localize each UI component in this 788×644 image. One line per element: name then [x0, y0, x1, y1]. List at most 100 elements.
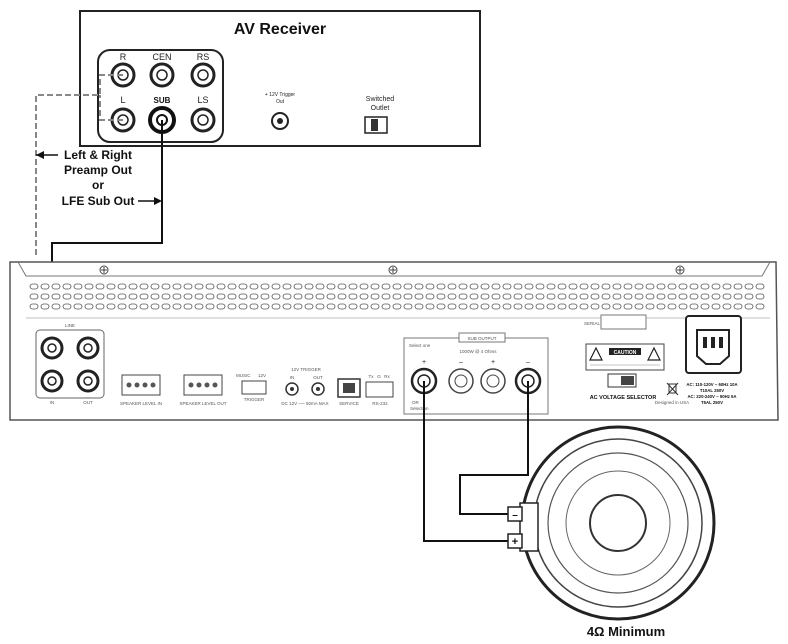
- vent-slot: [29, 303, 39, 310]
- power-inlet-icon: [685, 315, 742, 374]
- receiver-title: AV Receiver: [234, 21, 326, 38]
- vent-slot: [733, 303, 743, 310]
- terminal-negative: –: [512, 510, 518, 521]
- vent-slot: [315, 293, 325, 300]
- vent-slot: [139, 283, 149, 290]
- vent-slot: [535, 283, 545, 290]
- screw-icon: [388, 265, 398, 275]
- jack-label-sub: SUB: [154, 96, 171, 105]
- sub-out-post-2: [448, 368, 474, 394]
- vent-slot: [590, 293, 600, 300]
- vent-slot: [535, 303, 545, 310]
- vent-slot: [535, 293, 545, 300]
- vent-slot: [293, 303, 303, 310]
- vent-slot: [194, 283, 204, 290]
- vent-slot: [304, 303, 314, 310]
- vent-slot: [348, 283, 358, 290]
- vent-slot: [326, 293, 336, 300]
- jack-label-r: R: [120, 52, 127, 62]
- vent-slot: [40, 283, 50, 290]
- vent-slot: [689, 283, 699, 290]
- vent-slot: [700, 283, 710, 290]
- vent-slot: [84, 283, 94, 290]
- vent-slot: [271, 293, 281, 300]
- vent-slot: [502, 283, 512, 290]
- line-out-label: OUT: [83, 400, 93, 405]
- vent-slot: [733, 293, 743, 300]
- trigger-jack: [271, 112, 289, 130]
- or-label: OR: [412, 400, 420, 405]
- rs232-label: RS-232: [372, 401, 388, 406]
- vent-slot: [568, 293, 578, 300]
- vent-slot: [282, 303, 292, 310]
- vent-slot: [150, 283, 160, 290]
- vent-slot: [524, 283, 534, 290]
- vent-slot: [425, 293, 435, 300]
- ac-rating-2: T10AL 250V: [700, 388, 724, 393]
- vent-slot: [183, 283, 193, 290]
- polarity-3: +: [491, 359, 495, 366]
- ac-voltage-label: AC VOLTAGE SELECTOR: [590, 395, 657, 401]
- vent-slot: [260, 293, 270, 300]
- vent-slot: [436, 283, 446, 290]
- trigger12v-title: 12V TRIGGER: [291, 367, 321, 372]
- vent-slot: [744, 303, 754, 310]
- vent-slot: [40, 293, 50, 300]
- vent-slots: [29, 283, 765, 310]
- vent-slot: [458, 293, 468, 300]
- vent-slot: [480, 293, 490, 300]
- vent-slot: [73, 283, 83, 290]
- vent-slot: [95, 283, 105, 290]
- vent-slot: [557, 303, 567, 310]
- speaker-level-in-terminal: [121, 374, 161, 396]
- vent-slot: [502, 303, 512, 310]
- vent-slot: [733, 283, 743, 290]
- vent-slot: [51, 283, 61, 290]
- vent-slot: [161, 283, 171, 290]
- vent-slot: [359, 283, 369, 290]
- vent-slot: [645, 283, 655, 290]
- vent-slot: [458, 303, 468, 310]
- vent-slot: [634, 283, 644, 290]
- vent-slot: [370, 283, 380, 290]
- vent-slot: [656, 303, 666, 310]
- screw-icon: [675, 265, 685, 275]
- vent-slot: [601, 283, 611, 290]
- vent-slot: [392, 293, 402, 300]
- vent-slot: [51, 303, 61, 310]
- vent-slot: [711, 283, 721, 290]
- vent-slot: [227, 293, 237, 300]
- vent-slot: [436, 303, 446, 310]
- trigger-in-jack: [285, 382, 299, 396]
- weee-bin-icon: [666, 382, 679, 396]
- caution-label: CAUTION: [585, 343, 665, 371]
- vent-slot: [183, 303, 193, 310]
- vent-slot: [293, 293, 303, 300]
- sub-output-label: SUB OUTPUT: [467, 336, 496, 341]
- vent-slot: [612, 293, 622, 300]
- vent-slot: [359, 303, 369, 310]
- vent-slot: [469, 283, 479, 290]
- vent-slot: [601, 303, 611, 310]
- ac-voltage-switch: [607, 373, 637, 388]
- vent-slot: [667, 293, 677, 300]
- vent-slot: [689, 293, 699, 300]
- vent-slot: [359, 293, 369, 300]
- vent-slot: [700, 303, 710, 310]
- vent-slot: [117, 303, 127, 310]
- subwoofer-driver: – +: [507, 425, 716, 621]
- vent-slot: [205, 283, 215, 290]
- vent-slot: [557, 283, 567, 290]
- outlet-label-1: Switched: [366, 96, 395, 103]
- outlet-label-2: Outlet: [371, 105, 390, 112]
- serial-label: SERIAL:: [584, 321, 601, 326]
- vent-slot: [271, 303, 281, 310]
- rs232-rx: Rx: [384, 374, 390, 379]
- vent-slot: [447, 303, 457, 310]
- vent-slot: [392, 283, 402, 290]
- vent-slot: [700, 293, 710, 300]
- vent-slot: [524, 303, 534, 310]
- vent-slot: [249, 293, 259, 300]
- jack-rs: [190, 62, 216, 88]
- trigger-mode-switch: [241, 380, 267, 395]
